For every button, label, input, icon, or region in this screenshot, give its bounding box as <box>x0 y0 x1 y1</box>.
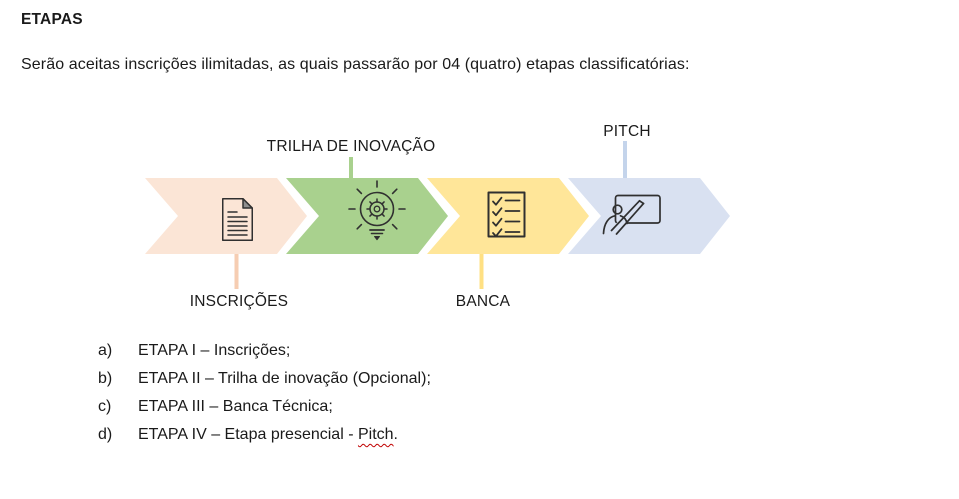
list-item-marker: b) <box>98 370 113 387</box>
stage-label-trilha-de-inovacao: TRILHA DE INOVAÇÃO <box>266 138 436 155</box>
document-icon <box>222 198 253 241</box>
list-item-text: ETAPA IV – Etapa presencial - Pitch. <box>138 421 398 449</box>
page-title: ETAPAS <box>21 11 83 28</box>
chevron-inscricoes <box>145 178 307 254</box>
list-item-marker: d) <box>98 426 113 443</box>
chevron-banca <box>427 178 589 254</box>
stage-icons <box>222 180 661 241</box>
list-item-text-prefix: ETAPA IV – Etapa presencial - <box>138 426 358 443</box>
list-item-marker: c) <box>98 398 112 415</box>
lightbulb-gear-icon <box>348 180 406 241</box>
connector-pitch <box>623 141 627 179</box>
connector-inscricoes <box>234 253 239 289</box>
connector-banca <box>479 253 484 289</box>
stage-label-pitch: PITCH <box>603 123 651 140</box>
stage-diagram <box>145 141 730 289</box>
connector-trilha <box>349 157 353 179</box>
spellcheck-word: Pitch <box>357 426 394 443</box>
list-item-text-suffix: . <box>393 426 398 443</box>
list-item-text: ETAPA I – Inscrições; <box>138 342 291 359</box>
list-item-marker: a) <box>98 342 113 359</box>
stage-label-banca: BANCA <box>455 293 511 310</box>
intro-paragraph: Serão aceitas inscrições ilimitadas, as … <box>21 56 690 73</box>
chevron-trilha <box>286 178 448 254</box>
chevron-pitch <box>568 178 730 254</box>
stage-label-inscricoes: INSCRIÇÕES <box>189 293 289 310</box>
checklist-icon <box>487 191 526 238</box>
presenter-board-icon <box>602 194 661 236</box>
list-item-text: ETAPA II – Trilha de inovação (Opcional)… <box>138 370 431 387</box>
list-item-text: ETAPA III – Banca Técnica; <box>138 398 333 415</box>
